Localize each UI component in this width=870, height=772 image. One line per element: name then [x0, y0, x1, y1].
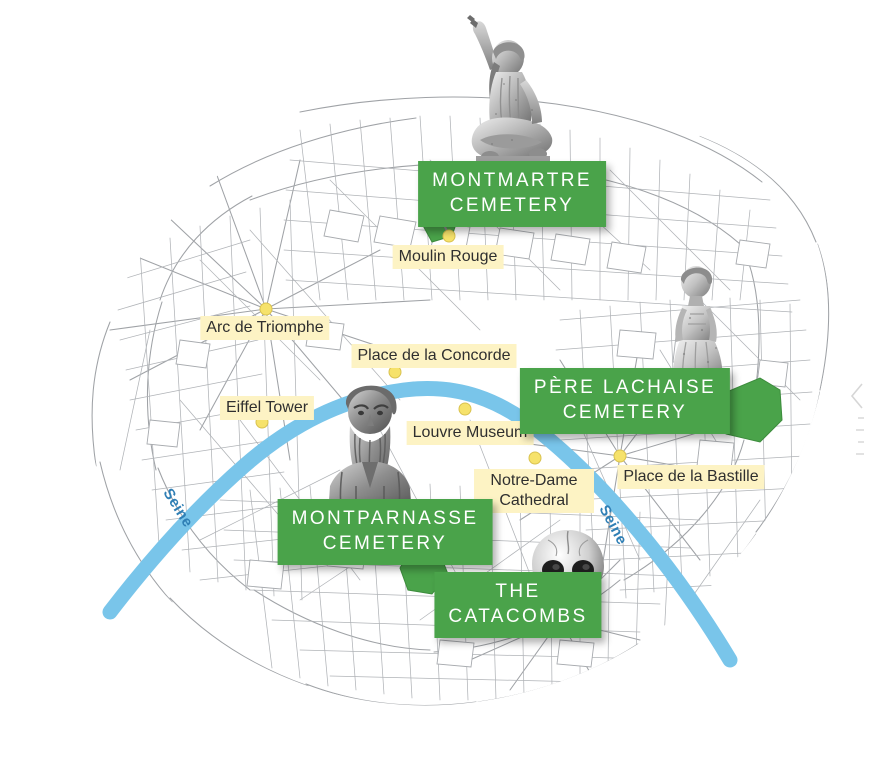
seated-woman-statue-photo: [446, 14, 566, 174]
label-montmartre-line1: MONTMARTRE: [432, 170, 592, 191]
label-pere-lachaise-line1: PÈRE LACHAISE: [533, 377, 717, 398]
cropped-edge-artifact: [848, 382, 870, 466]
label-moulin-rouge[interactable]: Moulin Rouge: [392, 245, 504, 269]
label-place-de-la-concorde-text: Place de la Concorde: [357, 347, 511, 364]
label-the-catacombs-line1: THE: [495, 581, 541, 602]
label-place-de-la-concorde[interactable]: Place de la Concorde: [351, 344, 517, 368]
label-pere-lachaise-cemetery[interactable]: PÈRE LACHAISE CEMETERY: [519, 368, 731, 434]
label-place-de-la-bastille[interactable]: Place de la Bastille: [617, 465, 765, 489]
label-eiffel-tower-text: Eiffel Tower: [225, 399, 309, 416]
marker-louvre-museum[interactable]: [458, 402, 472, 416]
label-montmartre-cemetery[interactable]: MONTMARTRE CEMETERY: [418, 161, 606, 227]
marker-arc-de-triomphe[interactable]: [259, 302, 273, 316]
label-montparnasse-cemetery[interactable]: MONTPARNASSE CEMETERY: [277, 499, 493, 565]
label-notre-dame-line1: Notre-Dame: [490, 472, 578, 489]
label-louvre-museum-text: Louvre Museum: [412, 424, 528, 441]
marker-notre-dame-cathedral[interactable]: [528, 451, 542, 465]
label-the-catacombs[interactable]: THE CATACOMBS: [434, 572, 602, 638]
label-place-de-la-bastille-text: Place de la Bastille: [623, 468, 759, 485]
label-montparnasse-line2: CEMETERY: [322, 533, 448, 554]
label-arc-de-triomphe[interactable]: Arc de Triomphe: [200, 316, 330, 340]
label-montmartre-line2: CEMETERY: [449, 195, 575, 216]
label-eiffel-tower[interactable]: Eiffel Tower: [219, 396, 315, 420]
label-arc-de-triomphe-text: Arc de Triomphe: [206, 319, 324, 336]
label-montparnasse-line1: MONTPARNASSE: [291, 508, 479, 529]
label-moulin-rouge-text: Moulin Rouge: [398, 248, 498, 265]
marker-place-de-la-bastille[interactable]: [613, 449, 627, 463]
label-the-catacombs-line2: CATACOMBS: [448, 606, 588, 627]
label-pere-lachaise-line2: CEMETERY: [562, 402, 688, 423]
label-notre-dame-line2: Cathedral: [499, 492, 569, 509]
label-notre-dame-cathedral[interactable]: Notre-Dame Cathedral: [474, 469, 594, 513]
label-louvre-museum[interactable]: Louvre Museum: [406, 421, 534, 445]
marker-moulin-rouge[interactable]: [442, 229, 456, 243]
